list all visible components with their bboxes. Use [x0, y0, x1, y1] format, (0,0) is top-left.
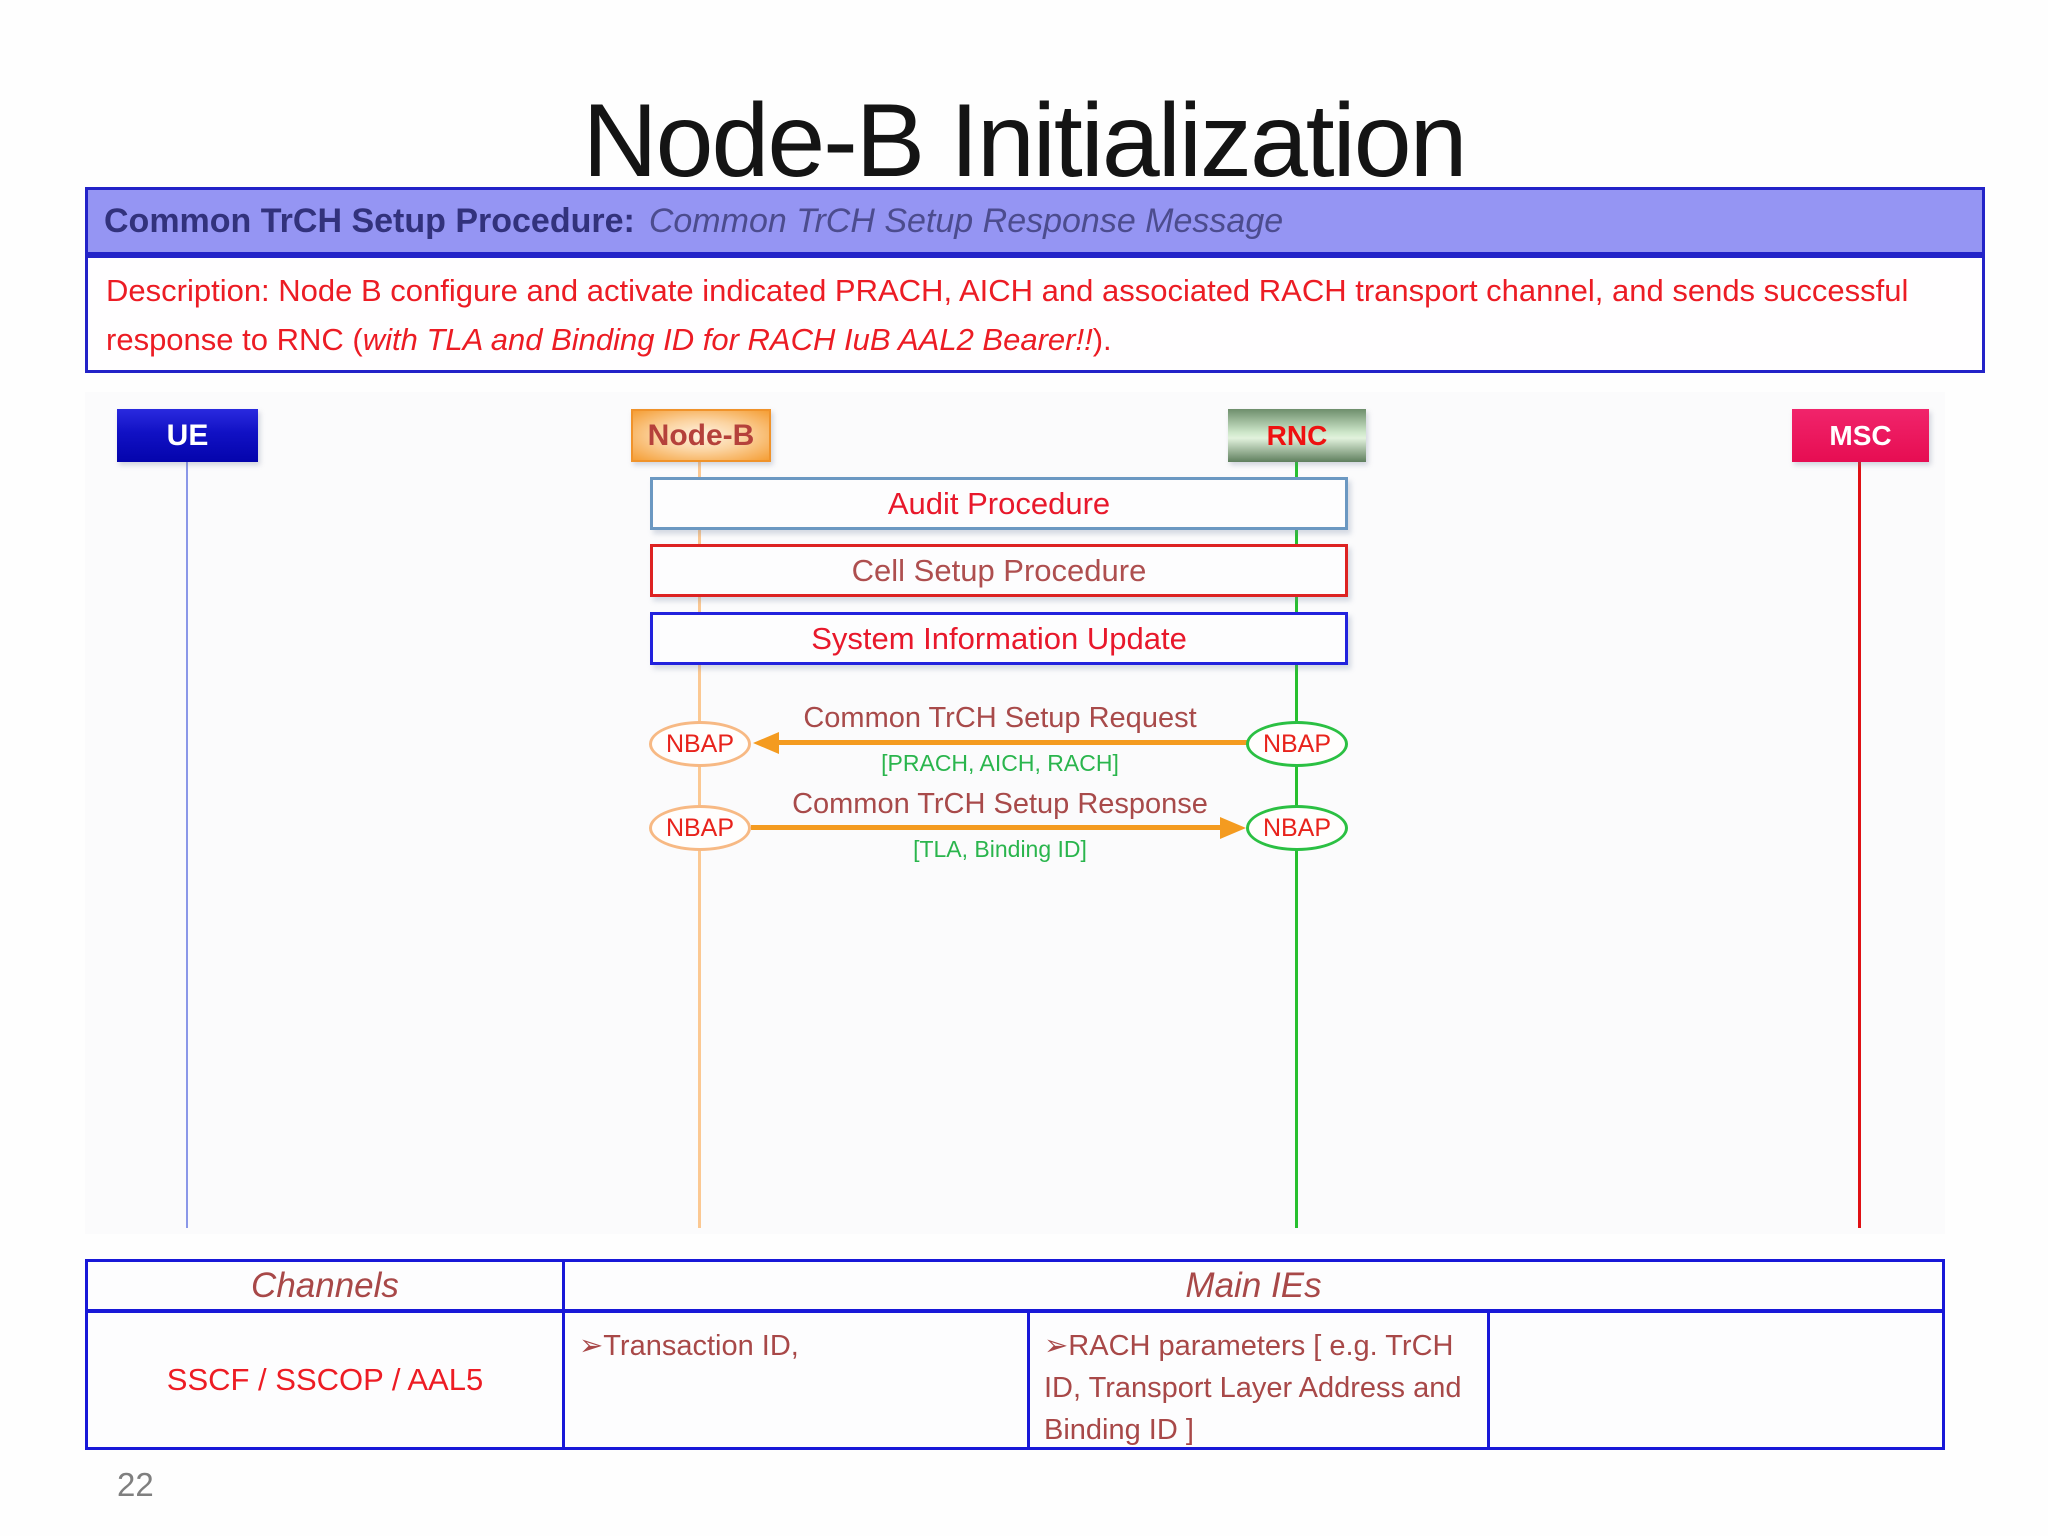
message-1-arrow-line	[776, 740, 1248, 745]
audit-procedure-box: Audit Procedure	[650, 477, 1348, 530]
message-2-label: Common TrCH Setup Response	[792, 788, 1208, 820]
nbap-ellipse-rnc-2: NBAP	[1246, 805, 1348, 851]
table-cell-channels-value: SSCF / SSCOP / AAL5	[88, 1313, 565, 1447]
cell-setup-procedure-box: Cell Setup Procedure	[650, 544, 1348, 597]
actor-rnc: RNC	[1228, 409, 1366, 462]
system-information-update-box: System Information Update	[650, 612, 1348, 665]
actor-msc: MSC	[1792, 409, 1929, 462]
message-2-arrow-line	[751, 825, 1222, 830]
actor-node-b: Node-B	[631, 409, 771, 462]
actor-ue: UE	[117, 409, 258, 462]
msc-lifeline	[1858, 462, 1861, 1228]
banner-title-italic: Common TrCH Setup Response Message	[648, 201, 1284, 240]
table-header-main-ies: Main IEs	[565, 1262, 1942, 1313]
message-2-params: [TLA, Binding ID]	[913, 836, 1087, 862]
description-text: Description: Node B configure and activa…	[106, 273, 1909, 357]
table-cell-empty	[1490, 1313, 1942, 1447]
message-2-arrowhead-right-icon	[1220, 817, 1246, 839]
sequence-diagram-background	[85, 392, 1945, 1234]
nbap-ellipse-rnc-1: NBAP	[1246, 721, 1348, 767]
nbap-ellipse-nodeb-1: NBAP	[649, 721, 751, 767]
table-cell-rach-parameters: ➢RACH parameters [ e.g. TrCH ID, Transpo…	[1030, 1313, 1490, 1447]
nbap-ellipse-nodeb-2: NBAP	[649, 805, 751, 851]
message-1-params: [PRACH, AICH, RACH]	[881, 750, 1119, 776]
message-1-label: Common TrCH Setup Request	[803, 702, 1197, 734]
message-1-arrowhead-left-icon	[753, 732, 779, 754]
description-box: Description: Node B configure and activa…	[85, 255, 1985, 373]
page-number: 22	[117, 1466, 154, 1503]
banner: Common TrCH Setup Procedure: Common TrCH…	[85, 187, 1985, 255]
channels-main-ies-table: Channels Main IEs SSCF / SSCOP / AAL5 ➢T…	[85, 1259, 1945, 1450]
banner-title-bold: Common TrCH Setup Procedure:	[104, 201, 635, 240]
slide-title: Node-B Initialization	[582, 83, 1468, 199]
ue-lifeline	[186, 462, 188, 1228]
description-text-suffix: ).	[1092, 322, 1112, 357]
table-cell-transaction-id: ➢Transaction ID,	[565, 1313, 1030, 1447]
description-text-italic: with TLA and Binding ID for RACH IuB AAL…	[362, 322, 1093, 357]
table-header-channels: Channels	[88, 1262, 565, 1313]
